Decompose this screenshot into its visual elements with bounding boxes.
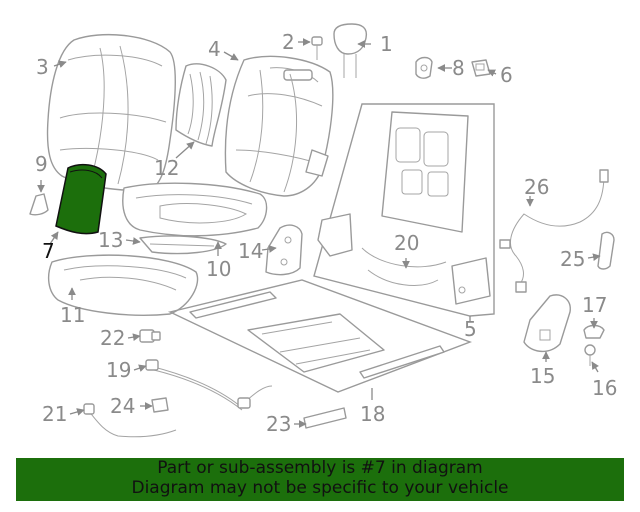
callout-20: 20 xyxy=(394,231,419,255)
banner-line-1: Part or sub-assembly is #7 in diagram xyxy=(157,458,483,478)
seat-cushion-part-11 xyxy=(47,254,199,316)
callout-21: 21 xyxy=(42,402,67,426)
seat-frame-box-part-5 xyxy=(313,103,495,317)
callout-10: 10 xyxy=(206,257,231,281)
bolt-part-2 xyxy=(311,36,323,60)
leader-lines xyxy=(37,38,601,428)
trim-panel-part-12 xyxy=(175,63,227,147)
callout-5: 5 xyxy=(464,317,477,341)
callout-23: 23 xyxy=(266,412,291,436)
callout-25: 25 xyxy=(560,247,585,271)
callout-3: 3 xyxy=(36,55,49,79)
bracket-part-9 xyxy=(29,193,49,216)
knob-part-17 xyxy=(583,324,605,339)
callout-24: 24 xyxy=(110,394,135,418)
callout-8: 8 xyxy=(452,56,465,80)
callout-16: 16 xyxy=(592,376,617,400)
cover-part-25 xyxy=(597,231,615,270)
side-bracket-part-14 xyxy=(265,224,303,276)
callout-15: 15 xyxy=(530,364,555,388)
callout-6: 6 xyxy=(500,63,513,87)
callout-9: 9 xyxy=(35,152,48,176)
cable-part-19 xyxy=(145,359,273,411)
clip-part-16 xyxy=(584,344,596,366)
info-banner: Part or sub-assembly is #7 in diagram Di… xyxy=(16,458,624,501)
callout-22: 22 xyxy=(100,326,125,350)
highlighted-panel-part-7 xyxy=(55,163,107,235)
callout-labels: 1 2 3 4 5 6 7 8 9 10 11 12 13 14 15 16 1… xyxy=(35,30,617,436)
callout-19: 19 xyxy=(106,358,131,382)
clip-part-22 xyxy=(139,329,161,343)
callout-13: 13 xyxy=(98,228,123,252)
seat-track-frame-part-18 xyxy=(167,279,472,393)
headrest-part-1 xyxy=(333,23,368,78)
callout-14: 14 xyxy=(238,239,263,263)
seat-cushion-part-10 xyxy=(122,182,268,237)
side-cover-part-15 xyxy=(523,294,571,352)
callout-11: 11 xyxy=(60,303,85,327)
callout-17: 17 xyxy=(582,293,607,317)
callout-7: 7 xyxy=(42,239,55,263)
cable-part-21 xyxy=(83,403,177,438)
clip-part-24 xyxy=(151,397,169,413)
seat-back-part-4 xyxy=(224,55,334,197)
banner-line-2: Diagram may not be specific to your vehi… xyxy=(131,478,509,498)
callout-1: 1 xyxy=(380,32,393,56)
wire-harness-part-26 xyxy=(499,169,609,293)
callout-18: 18 xyxy=(360,402,385,426)
callout-2: 2 xyxy=(282,30,295,54)
callout-26: 26 xyxy=(524,175,549,199)
clip-part-6 xyxy=(471,59,491,77)
callout-12: 12 xyxy=(154,156,179,180)
cushion-frame-part-13 xyxy=(139,235,227,255)
callout-4: 4 xyxy=(208,37,221,61)
clip-part-8 xyxy=(415,56,433,79)
trim-part-23 xyxy=(303,407,347,429)
